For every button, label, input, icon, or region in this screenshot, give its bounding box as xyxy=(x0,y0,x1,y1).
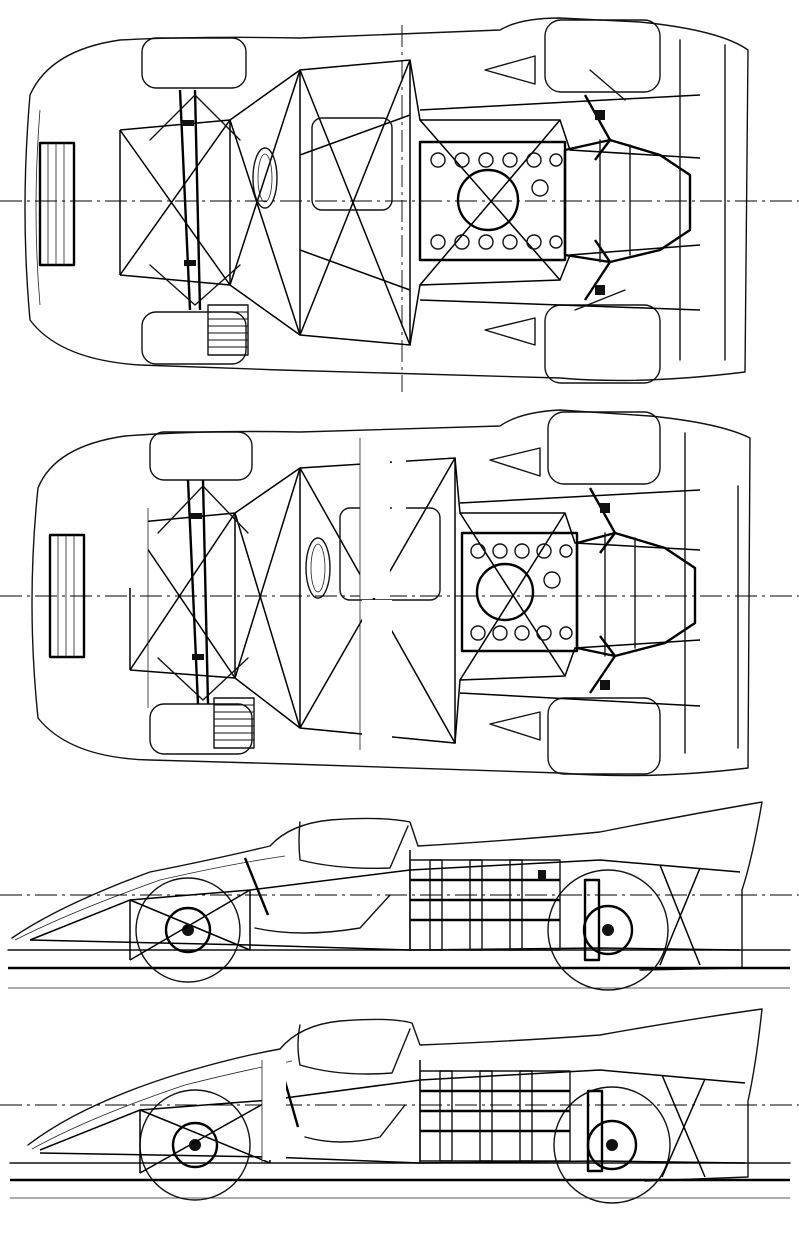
rear-wheel xyxy=(547,869,669,991)
front-suspension xyxy=(149,89,241,311)
body-outline xyxy=(24,17,749,382)
rear-wheel-right xyxy=(544,304,661,384)
side-elevation-drawing xyxy=(0,801,799,991)
side-elevation-alternate xyxy=(0,1005,799,1230)
gearbox xyxy=(563,138,692,264)
body-inner-line xyxy=(35,109,41,306)
steering-column xyxy=(243,857,270,916)
fuel-tank xyxy=(311,117,393,211)
plan-view-alternate xyxy=(0,408,799,796)
rear-wheel-left xyxy=(544,19,661,93)
rear-suspension xyxy=(574,69,626,311)
radiator xyxy=(38,141,76,267)
engine-side xyxy=(409,859,561,951)
plan-view-alternate-drawing xyxy=(0,409,799,777)
side-elevation xyxy=(0,800,799,996)
rear-duct-left xyxy=(484,55,536,85)
plan-view xyxy=(0,0,799,400)
front-wheel xyxy=(135,877,241,983)
rear-shock xyxy=(583,878,601,962)
body-profile xyxy=(11,801,763,971)
canopy xyxy=(298,821,409,870)
side-elevation-alternate-drawing xyxy=(0,1008,799,1204)
rear-duct-right xyxy=(484,317,536,346)
plan-view-drawing xyxy=(0,17,799,392)
front-wheel-left xyxy=(141,37,247,89)
oil-cooler xyxy=(207,304,249,356)
cockpit-seat xyxy=(252,147,278,209)
space-frame xyxy=(119,59,701,346)
driver-seat xyxy=(254,894,391,934)
front-wheel-right xyxy=(141,311,247,365)
